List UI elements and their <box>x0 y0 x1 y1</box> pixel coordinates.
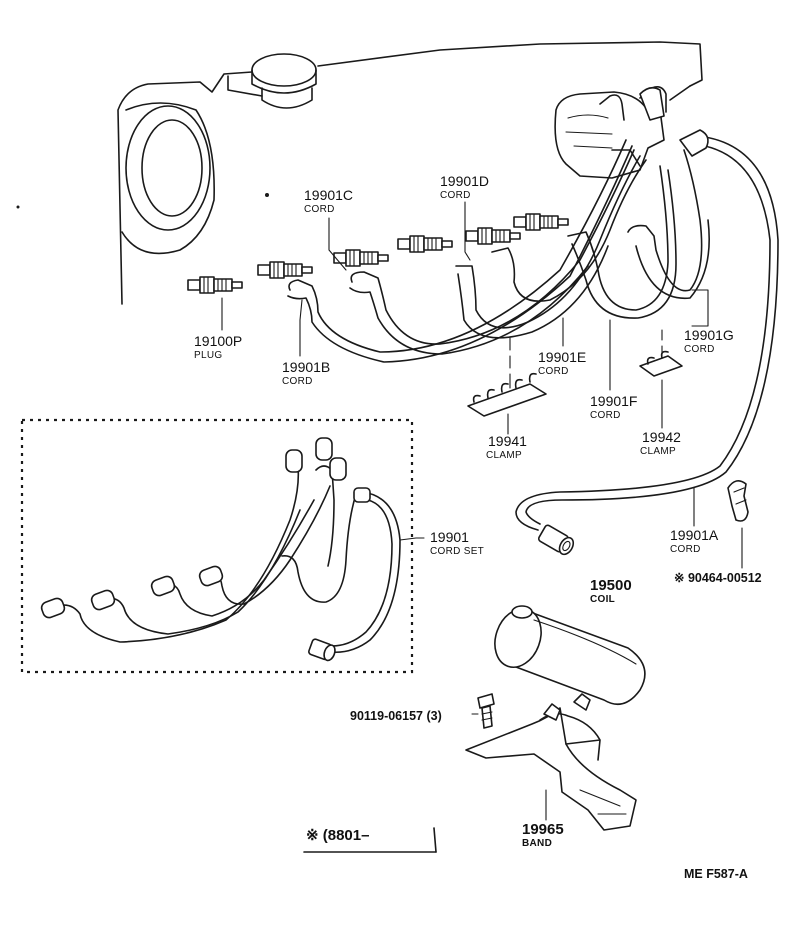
label-clamp-19942: 19942 CLAMP <box>640 429 681 457</box>
part-number: 19901F <box>590 393 637 409</box>
part-number: 19100P <box>194 333 242 349</box>
label-cord-set: 19901 CORD SET <box>430 529 484 557</box>
part-number: 19901E <box>538 349 586 365</box>
spark-plug <box>333 249 389 267</box>
leader-lines <box>221 201 743 821</box>
part-number: 19901 <box>430 529 469 545</box>
part-name: CORD <box>670 544 701 555</box>
part-name: CORD <box>304 204 335 215</box>
part-number: 19901G <box>684 327 734 343</box>
label-cord-e: 19901E CORD <box>538 349 586 377</box>
ignition-coil <box>494 605 646 706</box>
spark-plug <box>397 235 453 253</box>
label-cord-a: 19901A CORD <box>670 527 719 555</box>
part-name: COIL <box>590 594 615 605</box>
label-clip: ※ 90464-00512 <box>674 571 762 585</box>
label-cord-d: 19901D CORD <box>440 173 489 201</box>
label-cord-b: 19901B CORD <box>282 359 330 387</box>
part-name: CLAMP <box>486 450 522 461</box>
label-cord-c: 19901C CORD <box>304 187 353 215</box>
spark-plugs <box>187 213 569 294</box>
ignition-cords <box>287 86 779 556</box>
label-coil: 19500 COIL <box>590 577 632 605</box>
clamp-19941 <box>467 372 547 417</box>
part-name: CLAMP <box>640 446 676 457</box>
spark-plug <box>465 227 521 245</box>
label-band: 19965 BAND <box>522 821 564 849</box>
part-name: PLUG <box>194 350 222 361</box>
part-number: 19942 <box>642 429 681 445</box>
part-number: 19901C <box>304 187 353 203</box>
part-number: 19941 <box>488 433 527 449</box>
engine-block <box>16 41 703 305</box>
label-clamp-19941: 19941 CLAMP <box>486 433 527 461</box>
coil-band <box>465 693 637 831</box>
cord-a-boot <box>537 524 575 556</box>
part-number: ※ 90464-00512 <box>674 571 762 585</box>
part-name: CORD <box>440 190 471 201</box>
part-number: 19500 <box>590 577 632 594</box>
bolt <box>477 693 495 729</box>
label-plug: 19100P PLUG <box>194 333 242 361</box>
spark-plug <box>513 213 569 231</box>
spark-plug <box>187 276 243 294</box>
part-number: 19901D <box>440 173 489 189</box>
part-number: 90119-06157 (3) <box>350 709 442 723</box>
part-name: CORD <box>684 344 715 355</box>
spark-plug <box>257 261 313 279</box>
part-name: CORD SET <box>430 546 484 557</box>
clamp-19942 <box>639 350 683 377</box>
clip-90464 <box>727 480 749 522</box>
cord-set-box <box>20 418 414 674</box>
part-number: 19901B <box>282 359 330 375</box>
part-number: 19965 <box>522 821 564 838</box>
footnote-text: ※ (8801– <box>306 827 369 844</box>
part-name: CORD <box>590 410 621 421</box>
label-bolt: 90119-06157 (3) <box>350 709 442 723</box>
part-name: CORD <box>282 376 313 387</box>
part-number: 19901A <box>670 527 719 543</box>
part-name: CORD <box>538 366 569 377</box>
footnote: ※ (8801– <box>303 827 437 853</box>
label-cord-g: 19901G CORD <box>684 327 734 355</box>
label-cord-f: 19901F CORD <box>590 393 637 421</box>
page-code: ME F587-A <box>684 867 748 881</box>
part-name: BAND <box>522 838 552 849</box>
